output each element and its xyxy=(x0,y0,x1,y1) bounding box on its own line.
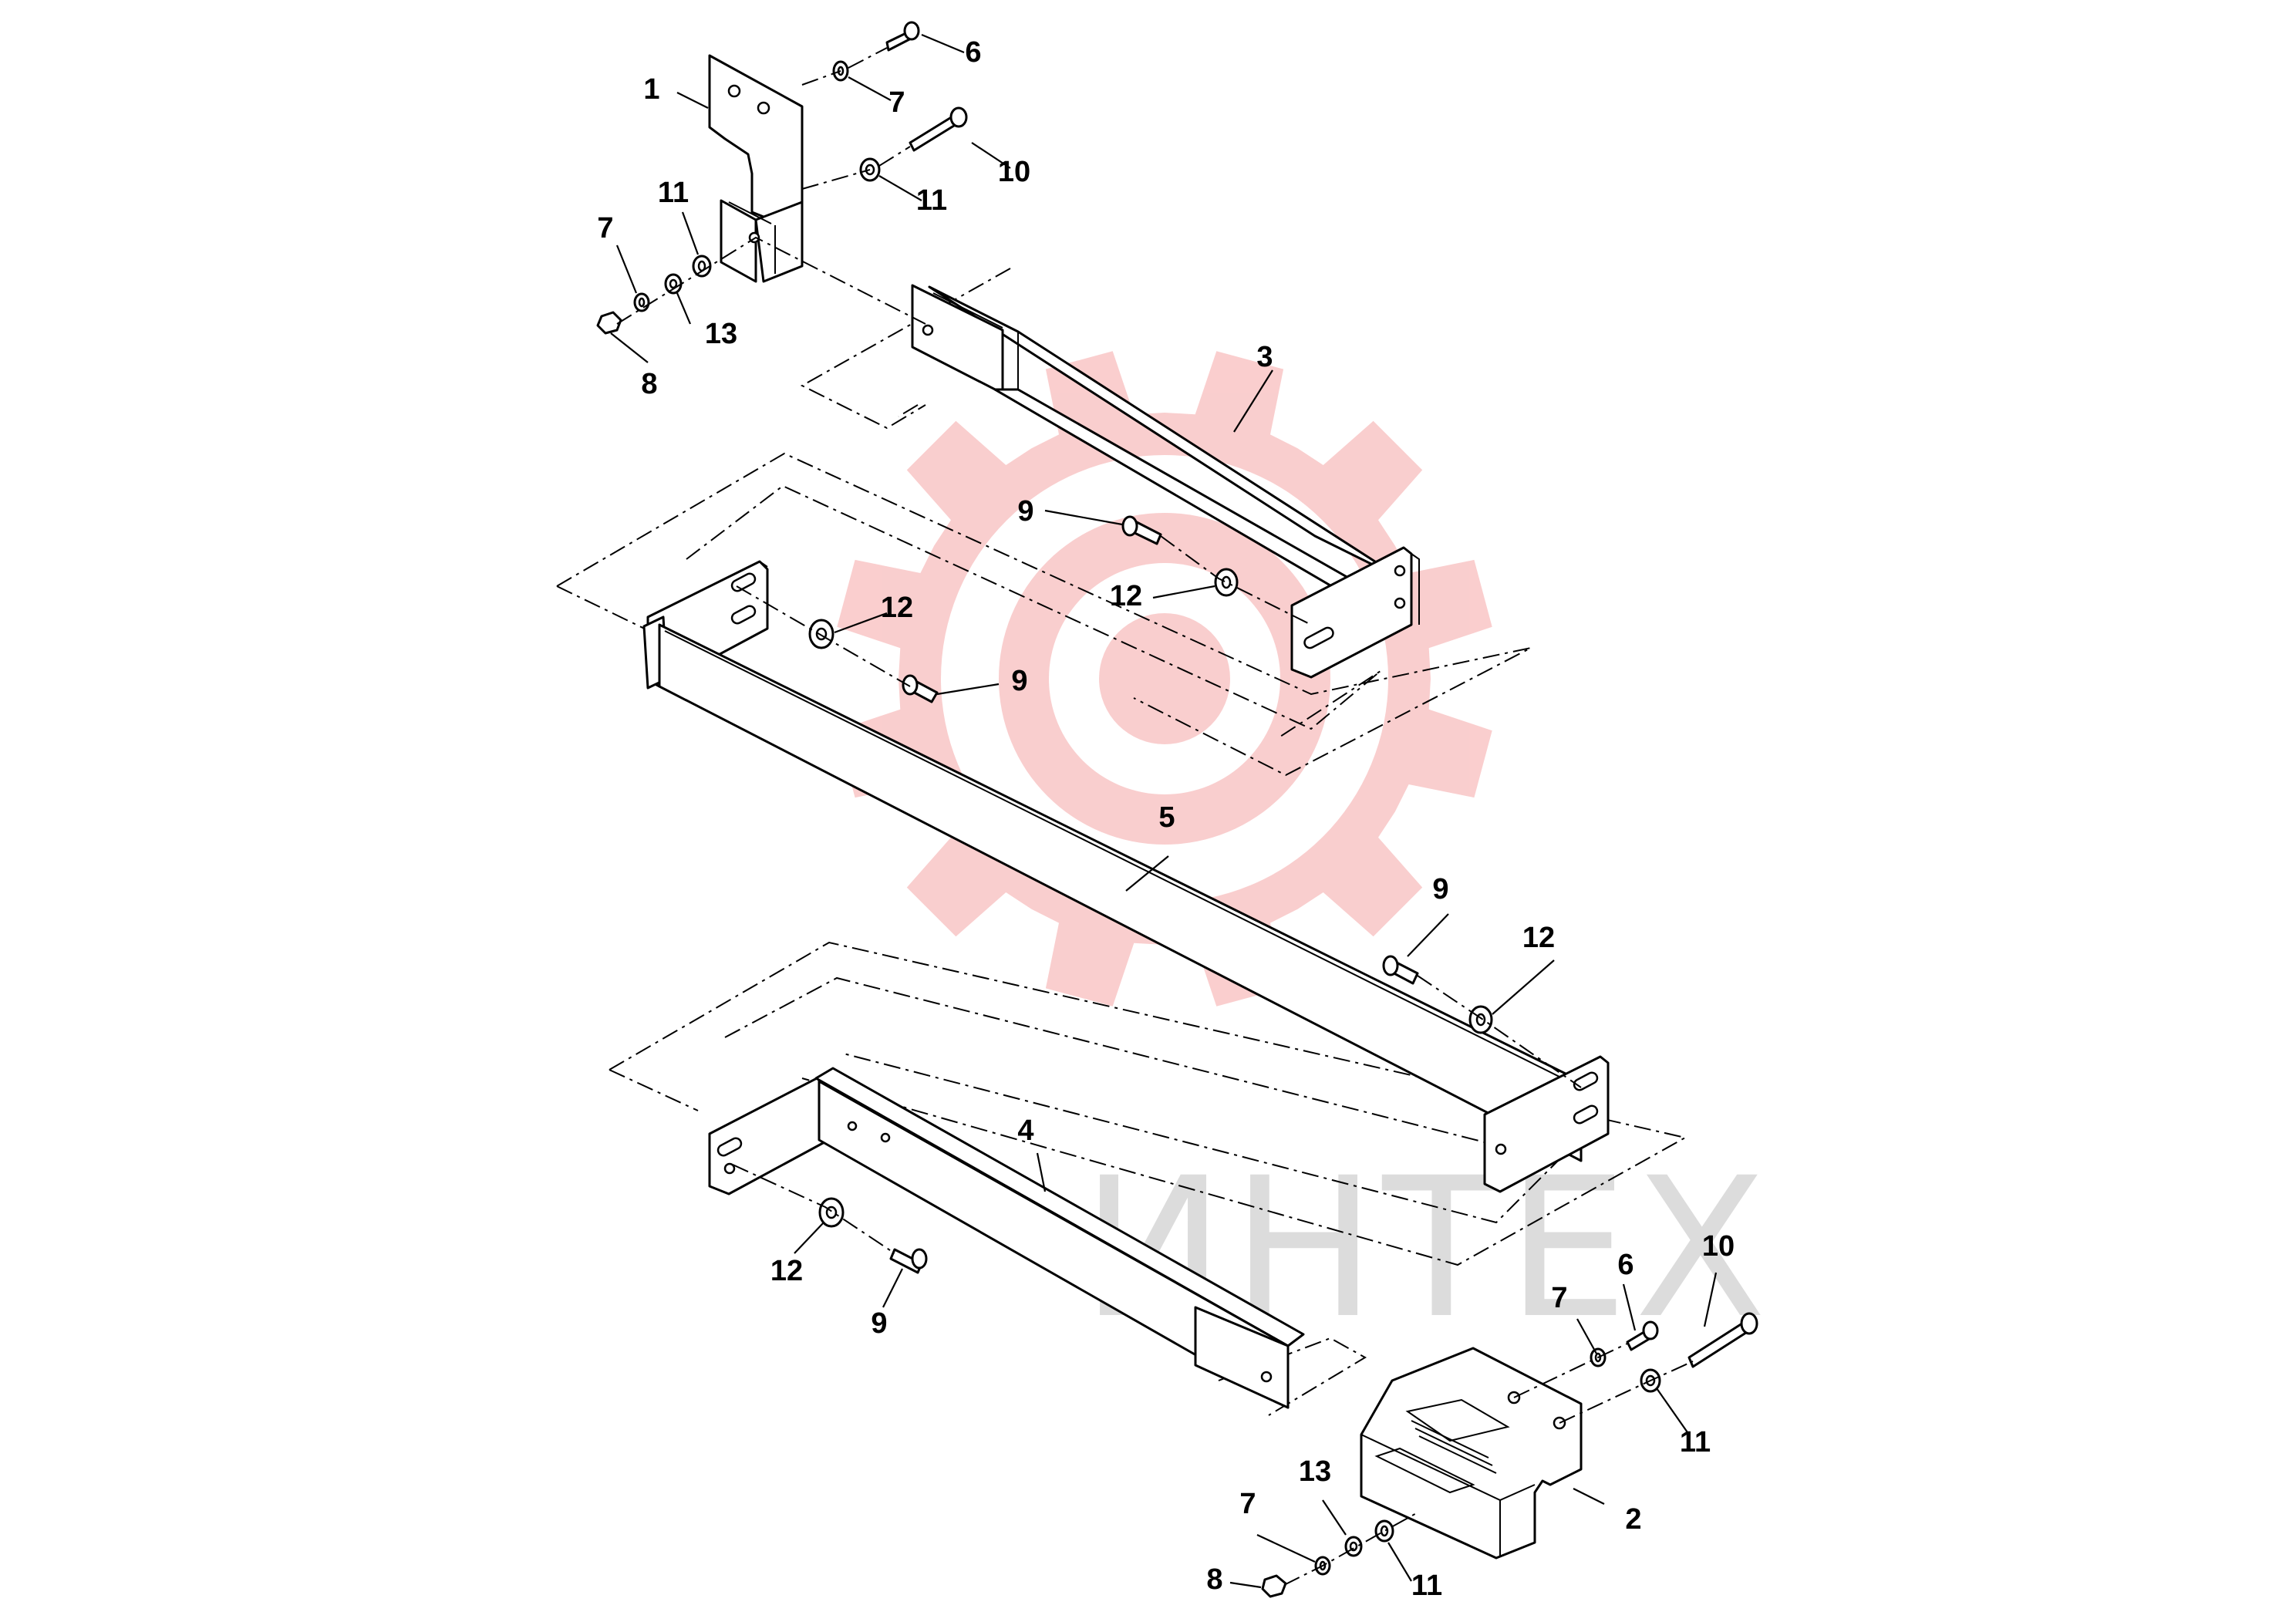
leader-lines xyxy=(610,33,1718,1589)
washer-item-13-bottom xyxy=(1344,1536,1363,1557)
nut-item-8-left xyxy=(596,311,622,335)
bolt-item-9-right xyxy=(1382,955,1419,985)
bolt-item-9-upper xyxy=(1121,515,1162,545)
callout-9-upper: 9 xyxy=(1017,495,1033,528)
callout-12-right: 12 xyxy=(1522,922,1555,954)
callout-8-left: 8 xyxy=(641,368,657,400)
tube-part-5 xyxy=(642,560,1610,1193)
callout-10-top: 10 xyxy=(998,156,1030,188)
callout-12-lower: 12 xyxy=(770,1255,803,1287)
bolt-item-6-bottom xyxy=(1626,1320,1659,1351)
callout-7-bottom-left: 7 xyxy=(1239,1488,1256,1520)
callout-7-bottom: 7 xyxy=(1551,1282,1567,1314)
washer-item-11-bottom-left xyxy=(1374,1519,1394,1543)
callout-10-bottom: 10 xyxy=(1702,1230,1735,1263)
callout-1: 1 xyxy=(643,73,659,106)
callout-8-bottom: 8 xyxy=(1206,1563,1222,1596)
callout-11-bottom-left: 11 xyxy=(1411,1570,1442,1602)
bolt-item-10-bottom xyxy=(1687,1312,1758,1368)
bolt-item-9-mid xyxy=(902,674,939,703)
callout-7-left: 7 xyxy=(597,212,613,244)
callout-9-mid: 9 xyxy=(1011,665,1027,697)
callout-11-bottom-right: 11 xyxy=(1680,1426,1711,1458)
callout-3: 3 xyxy=(1256,341,1273,373)
callout-12-mid: 12 xyxy=(881,592,913,624)
callout-11-left: 11 xyxy=(658,177,689,209)
bracket-part-2 xyxy=(1360,1347,1583,1560)
tube-part-4 xyxy=(708,1067,1305,1409)
bolt-item-6-top xyxy=(885,21,920,52)
callout-9-lower: 9 xyxy=(871,1307,887,1340)
phantom-outline-upper xyxy=(556,268,1532,777)
bolt-item-10-top xyxy=(909,106,968,152)
washer-item-13-left xyxy=(664,273,683,295)
tube-part-3 xyxy=(911,284,1420,679)
callout-13-left: 13 xyxy=(705,318,737,350)
callout-6-top: 6 xyxy=(965,36,981,69)
callout-labels: 1 2 3 4 5 6 6 7 7 7 7 8 8 9 9 9 9 10 10 … xyxy=(597,36,1735,1602)
nut-item-8-bottom xyxy=(1261,1574,1287,1598)
washer-item-7-left xyxy=(633,292,650,312)
washer-item-11-left xyxy=(692,255,712,278)
washer-item-12-mid xyxy=(808,619,834,649)
callout-7-top: 7 xyxy=(888,86,905,119)
callout-13-bottom: 13 xyxy=(1299,1455,1331,1488)
callout-12-upper: 12 xyxy=(1110,580,1142,612)
callout-2: 2 xyxy=(1625,1503,1641,1536)
bolt-item-9-lower xyxy=(889,1248,928,1274)
washer-item-12-upper xyxy=(1214,568,1239,597)
callout-4: 4 xyxy=(1017,1114,1033,1147)
washer-item-7-bottom-left xyxy=(1314,1556,1331,1576)
callout-5: 5 xyxy=(1158,801,1175,834)
callout-11-top: 11 xyxy=(916,184,947,217)
callout-9-right: 9 xyxy=(1432,873,1448,905)
bracket-part-1 xyxy=(708,54,804,283)
callout-6-bottom: 6 xyxy=(1617,1249,1633,1281)
washer-item-12-lower xyxy=(818,1197,845,1228)
assembly-center-lines xyxy=(616,47,1694,1586)
washer-item-12-right xyxy=(1468,1005,1493,1034)
